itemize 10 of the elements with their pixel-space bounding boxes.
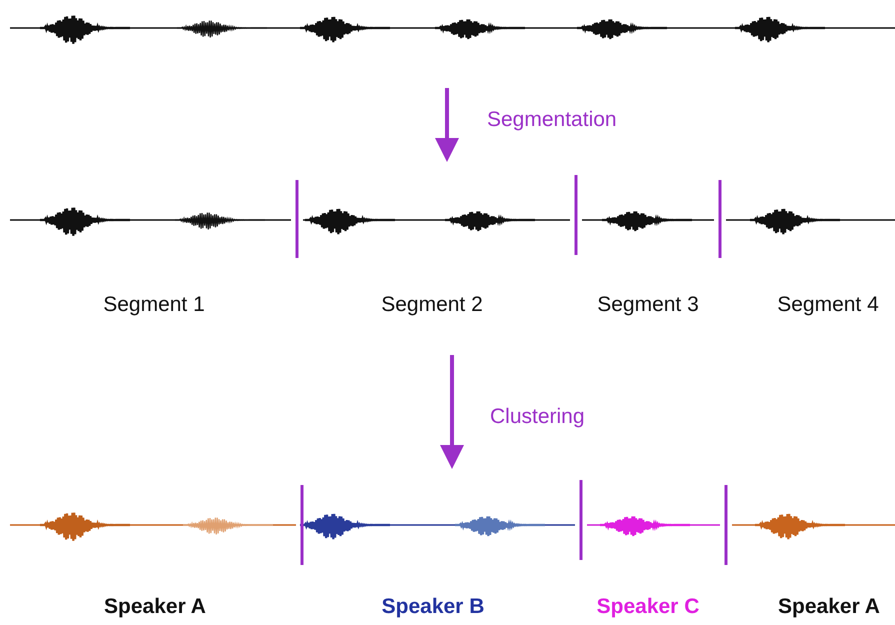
speaker-label: Speaker C [596,595,700,619]
segment-label: Segment 2 [381,293,483,317]
arrow [440,355,464,469]
speaker-label: Speaker A [104,595,206,619]
speaker-label: Speaker A [778,595,880,619]
segment-label: Segment 4 [777,293,879,317]
arrow [435,88,459,162]
segment-label: Segment 3 [597,293,699,317]
segment-label: Segment 1 [103,293,205,317]
speaker-label: Speaker B [382,595,484,619]
